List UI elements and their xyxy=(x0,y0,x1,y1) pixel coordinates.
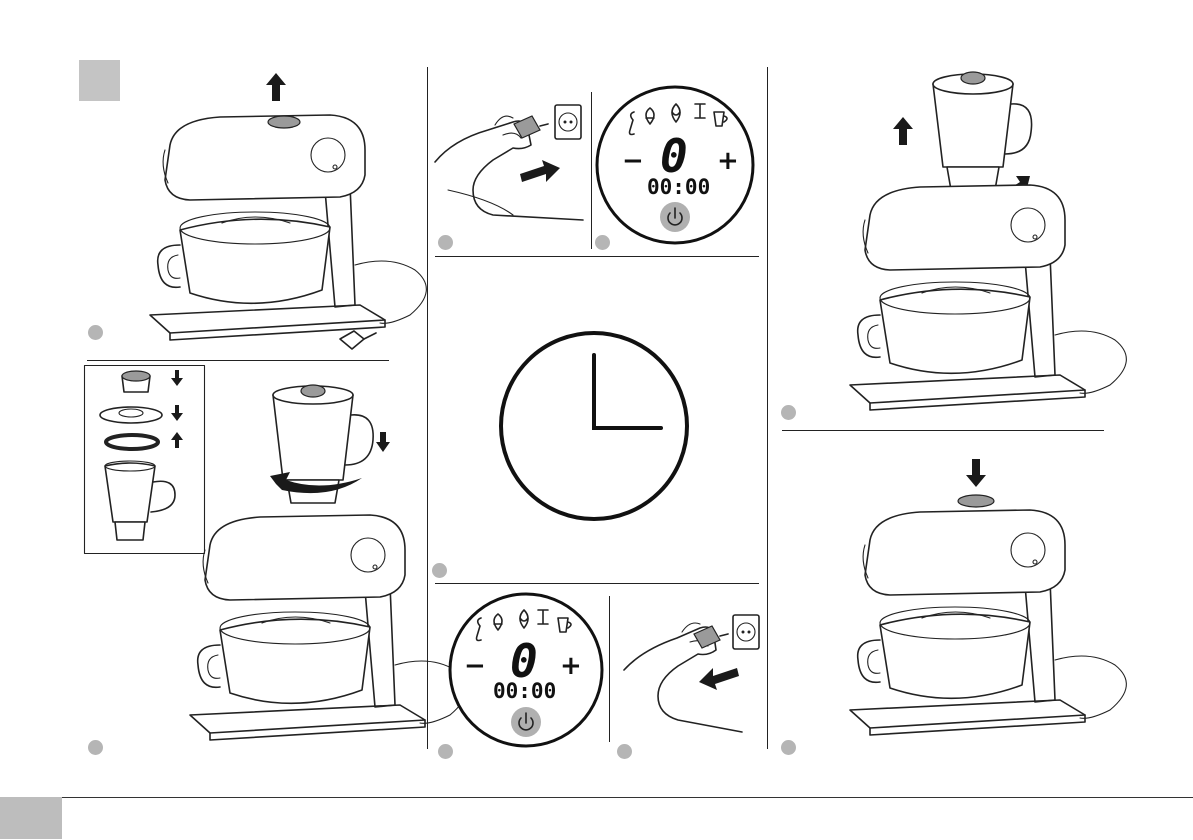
step-badge xyxy=(438,235,453,250)
arrow-down-icon xyxy=(966,459,986,487)
blender-lid-icon xyxy=(98,405,168,427)
arrow-down-icon xyxy=(376,432,390,452)
step-badge xyxy=(88,740,103,755)
footer-page-tab xyxy=(0,797,62,839)
wall-socket-icon xyxy=(731,613,763,653)
cover-cap-icon xyxy=(264,115,304,131)
mixer-icon xyxy=(140,110,420,370)
power-plug-icon xyxy=(336,325,376,355)
section-marker xyxy=(79,60,120,101)
mixer-icon xyxy=(185,510,465,760)
clock-icon xyxy=(497,327,697,527)
footer-bar xyxy=(0,797,1193,840)
arrow-icon xyxy=(699,668,739,692)
power-plug-icon xyxy=(510,112,550,142)
blender-cap-icon xyxy=(118,368,158,398)
svg-text:00:00: 00:00 xyxy=(493,679,556,703)
step-badge xyxy=(781,740,796,755)
divider-h-mid-top xyxy=(435,256,759,257)
control-panel-dial: − + 0 00:00 xyxy=(450,594,610,764)
arrow-down-icon xyxy=(171,405,183,421)
control-panel-dial: − + 0 00:00 xyxy=(600,82,760,252)
arrow-up-icon xyxy=(171,432,183,448)
step-badge xyxy=(617,744,632,759)
rotate-arrow-icon xyxy=(270,470,370,500)
step-badge xyxy=(781,405,796,420)
svg-text:+: + xyxy=(560,651,582,681)
arrow-down-icon xyxy=(171,370,183,386)
wall-socket-icon xyxy=(553,103,585,143)
mixer-icon xyxy=(835,510,1125,760)
cover-cap-icon xyxy=(955,493,999,511)
step-badge xyxy=(88,325,103,340)
power-plug-icon xyxy=(690,622,730,652)
svg-text:−: − xyxy=(464,651,486,681)
arrow-up-icon xyxy=(266,73,286,101)
divider-h-mid-bottom xyxy=(435,583,759,584)
blender-jug-icon xyxy=(105,460,195,550)
arrow-up-icon xyxy=(893,117,913,145)
svg-text:00:00: 00:00 xyxy=(647,175,710,199)
mixer-icon xyxy=(835,185,1125,435)
divider-v-top-mid xyxy=(591,92,592,249)
svg-text:+: + xyxy=(717,146,739,176)
arrow-icon xyxy=(520,160,560,184)
seal-ring-icon xyxy=(104,434,174,454)
svg-text:−: − xyxy=(622,146,644,176)
